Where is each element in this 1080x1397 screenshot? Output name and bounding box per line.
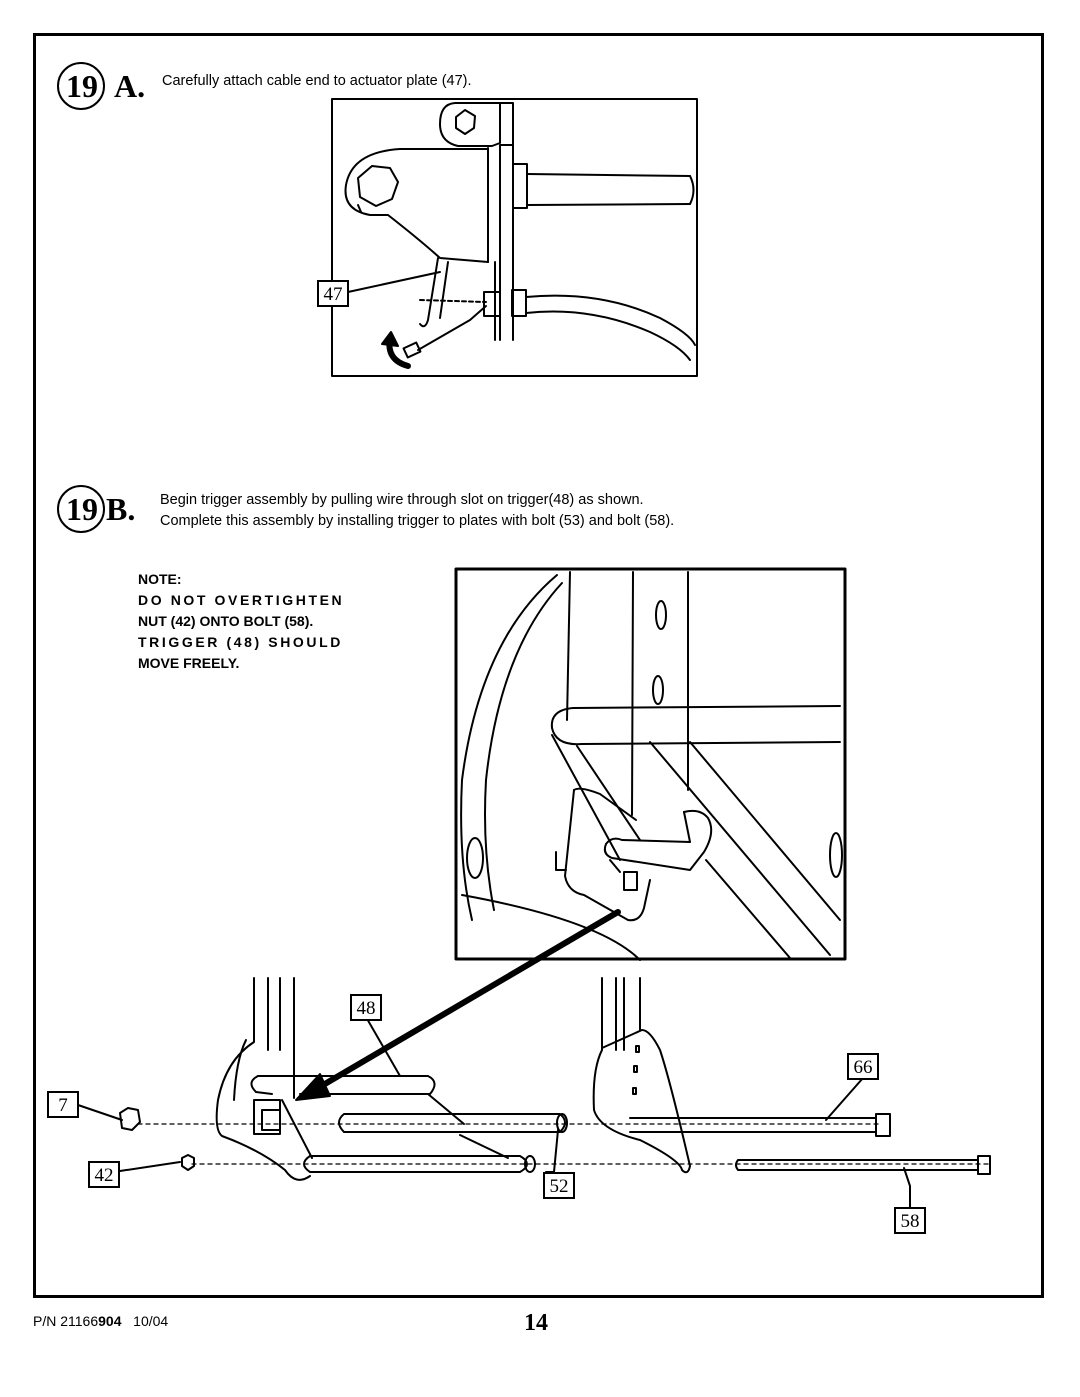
callout-47-label: 47	[324, 284, 343, 305]
part-number-date: 10/04	[133, 1313, 169, 1329]
callout-66: 66	[847, 1053, 879, 1080]
callout-52: 52	[543, 1172, 575, 1199]
callout-47: 47	[317, 280, 349, 307]
note-line-3: TRIGGER (48) SHOULD	[138, 634, 343, 650]
note-heading: NOTE:	[138, 571, 182, 587]
callout-48: 48	[350, 994, 382, 1021]
callout-66-label: 66	[854, 1057, 873, 1078]
callout-52-label: 52	[550, 1176, 569, 1197]
page-frame	[33, 33, 1044, 1298]
page-number: 14	[524, 1310, 548, 1336]
step-19b-letter: B.	[106, 491, 136, 527]
part-number-prefix: P/N 21166	[33, 1313, 99, 1329]
note-line-2: NUT (42) ONTO BOLT (58).	[138, 613, 314, 629]
figure-19b-exploded-assembly	[77, 977, 991, 1211]
figure-19b-trigger-detail	[454, 567, 847, 961]
step-19b-instruction-line1: Begin trigger assembly by pulling wire t…	[160, 492, 644, 508]
callout-7-label: 7	[58, 1095, 68, 1116]
callout-58-label: 58	[901, 1211, 920, 1232]
part-number: P/N 21166904 10/04	[33, 1313, 168, 1329]
step-19a-instruction: Carefully attach cable end to actuator p…	[162, 73, 472, 89]
step-19b-number: 19	[57, 485, 105, 533]
step-19b-instruction-line2: Complete this assembly by installing tri…	[160, 513, 675, 529]
callout-58: 58	[894, 1207, 926, 1234]
callout-7: 7	[47, 1091, 79, 1118]
part-number-bold: 904	[98, 1313, 122, 1329]
note-line-1: DO NOT OVERTIGHTEN	[138, 592, 345, 608]
figure-19a-actuator-plate	[331, 98, 698, 377]
callout-48-label: 48	[357, 998, 376, 1019]
warning-note: NOTE: DO NOT OVERTIGHTEN NUT (42) ONTO B…	[138, 569, 344, 674]
step-19a-number: 19	[57, 62, 105, 110]
callout-42: 42	[88, 1161, 120, 1188]
note-line-4: MOVE FREELY.	[138, 655, 240, 671]
callout-42-label: 42	[95, 1165, 114, 1186]
step-19a-letter: A.	[114, 68, 146, 104]
